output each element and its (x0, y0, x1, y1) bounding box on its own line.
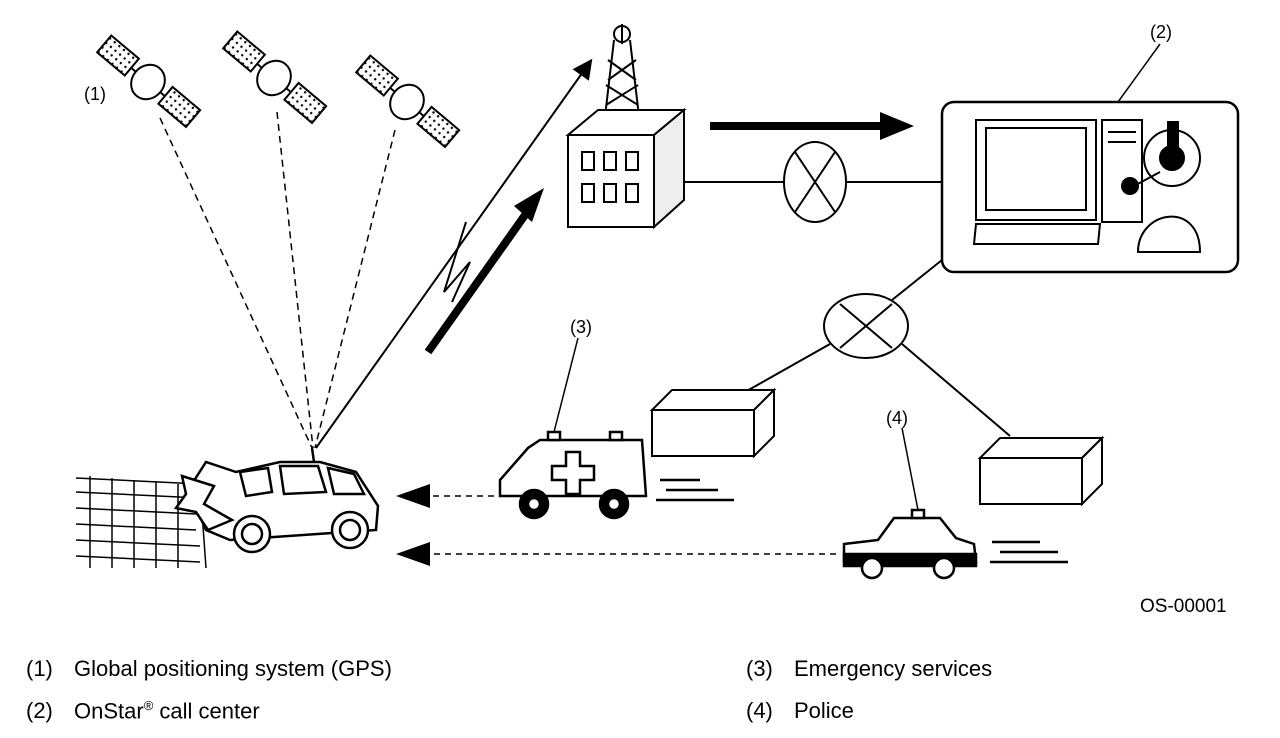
police-car-icon (842, 508, 1068, 580)
response-arrows (420, 495, 836, 555)
callout-emergency: (3) (570, 317, 592, 337)
link-line (901, 343, 1011, 437)
satellite-icon (95, 34, 202, 129)
satellite-icon (221, 30, 328, 125)
callout-police: (4) (886, 408, 908, 428)
callout-leader (553, 337, 579, 433)
callout-leader (1117, 43, 1161, 103)
station-box-icon (649, 387, 777, 459)
satellite-icon (354, 54, 461, 149)
response-arrowhead (396, 484, 430, 508)
computer-operator-icon (972, 119, 1202, 253)
building-icon (565, 107, 687, 230)
legend-item-gps: (1)Global positioning system (GPS) (26, 656, 392, 681)
onstar-diagram: (1) (75, 22, 1240, 617)
callout-call-center: (2) (1150, 22, 1172, 42)
legend-item-emergency: (3)Emergency services (746, 656, 993, 681)
legend-item-call-center: (2)OnStar® call center (26, 698, 260, 724)
crashed-car-icon (173, 447, 380, 554)
data-flow-arrowhead (514, 188, 544, 222)
link-line (744, 343, 831, 393)
data-flow-arrow (424, 205, 534, 355)
response-arrowhead (396, 542, 430, 566)
callout-gps: (1) (84, 84, 106, 104)
uplink-line (315, 58, 593, 449)
legend-item-police: (4)Police (746, 698, 854, 723)
data-flow-arrowhead (880, 112, 914, 140)
exchange-node-icon (783, 141, 847, 223)
link-line (891, 259, 943, 301)
exchange-node-icon (823, 293, 909, 359)
station-box-icon (977, 435, 1105, 507)
callout-leader (901, 427, 919, 511)
gps-signal-lines (159, 111, 396, 449)
ambulance-icon (498, 430, 734, 520)
wireless-signal-icon (443, 221, 471, 303)
figure-code: OS-00001 (1140, 596, 1227, 617)
